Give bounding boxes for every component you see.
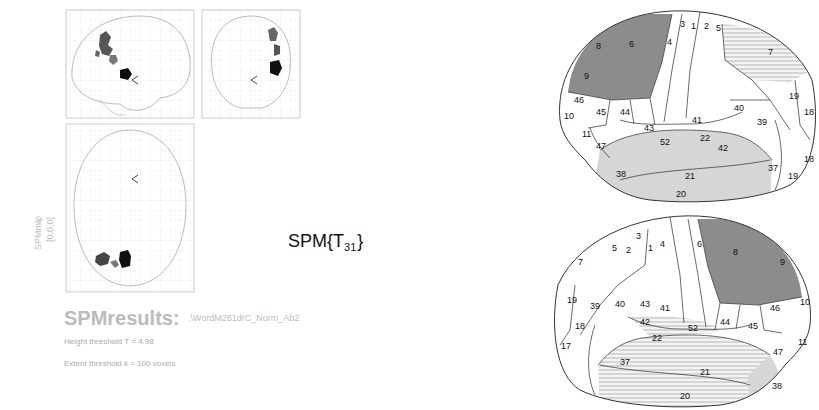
brodmann-number: 8 bbox=[733, 248, 738, 257]
brodmann-number: 21 bbox=[700, 368, 710, 377]
brodmann-number: 19 bbox=[789, 92, 799, 101]
brodmann-number: 20 bbox=[680, 392, 690, 401]
results-file: .\WordM261drC_Norm_Ab2 bbox=[188, 314, 299, 323]
brodmann-number: 40 bbox=[615, 300, 625, 309]
brodmann-number: 21 bbox=[685, 172, 695, 181]
brodmann-number: 7 bbox=[768, 48, 773, 57]
statistic-subscript: 31 bbox=[344, 242, 356, 253]
statistic-label: } bbox=[357, 232, 363, 250]
brodmann-number: 44 bbox=[620, 108, 630, 117]
brodmann-map-left bbox=[550, 0, 819, 210]
brodmann-number: 17 bbox=[561, 342, 571, 351]
brodmann-number: 19 bbox=[567, 296, 577, 305]
brodmann-number: 3 bbox=[636, 232, 641, 241]
brodmann-number: 10 bbox=[800, 298, 810, 307]
brodmann-number: 2 bbox=[704, 22, 709, 31]
brodmann-number: 9 bbox=[780, 258, 785, 267]
brodmann-number: 11 bbox=[798, 338, 807, 347]
brodmann-number: 11 bbox=[582, 130, 591, 139]
brodmann-number: 52 bbox=[688, 324, 698, 333]
brodmann-number: 1 bbox=[648, 244, 653, 253]
brodmann-number: 43 bbox=[644, 124, 654, 133]
statistic-label: SPM{T bbox=[288, 232, 344, 250]
brodmann-number: 41 bbox=[692, 116, 702, 125]
brodmann-number: 42 bbox=[718, 144, 728, 153]
brodmann-number: 45 bbox=[596, 108, 606, 117]
threshold-note: Extent threshold k = 100 voxels bbox=[64, 360, 175, 368]
brodmann-number: 37 bbox=[620, 358, 630, 367]
brodmann-number: 3 bbox=[680, 20, 685, 29]
brodmann-number: 47 bbox=[596, 142, 606, 151]
brodmann-number: 39 bbox=[757, 118, 767, 127]
brodmann-number: 37 bbox=[768, 164, 778, 173]
brodmann-map-right bbox=[550, 205, 819, 410]
threshold-note: Height threshold T = 4.98 bbox=[64, 338, 154, 346]
glass-brain-coronal bbox=[202, 10, 300, 118]
mip-coordinates: [0,0,0] bbox=[46, 217, 55, 242]
brodmann-number: 42 bbox=[640, 318, 650, 327]
glass-brain-sagittal bbox=[66, 10, 194, 118]
brodmann-number: 9 bbox=[584, 72, 589, 81]
brodmann-number: 5 bbox=[716, 24, 721, 33]
brodmann-number: 47 bbox=[773, 348, 783, 357]
brodmann-number: 8 bbox=[596, 42, 601, 51]
brodmann-number: 1 bbox=[691, 22, 696, 31]
brodmann-number: 5 bbox=[612, 244, 617, 253]
brodmann-number: 41 bbox=[660, 304, 670, 313]
brodmann-number: 18 bbox=[575, 322, 585, 331]
brodmann-number: 38 bbox=[772, 382, 782, 391]
brodmann-number: 46 bbox=[770, 304, 780, 313]
brodmann-number: 46 bbox=[574, 96, 584, 105]
brodmann-number: 6 bbox=[629, 40, 634, 49]
brodmann-number: 40 bbox=[734, 104, 744, 113]
brodmann-number: 45 bbox=[748, 322, 758, 331]
brodmann-number: 39 bbox=[590, 302, 600, 311]
brodmann-number: 52 bbox=[660, 138, 670, 147]
brodmann-number: 6 bbox=[697, 240, 702, 249]
brodmann-number: 2 bbox=[626, 246, 631, 255]
mip-label: SPMmip bbox=[34, 216, 43, 250]
brodmann-number: 4 bbox=[660, 240, 665, 249]
brodmann-number: 22 bbox=[700, 134, 710, 143]
brodmann-number: 20 bbox=[676, 190, 686, 199]
brodmann-number: 18 bbox=[804, 155, 814, 164]
glass-brain-axial bbox=[66, 124, 194, 292]
brodmann-number: 38 bbox=[616, 170, 626, 179]
results-heading: SPMresults: bbox=[64, 308, 180, 328]
brodmann-number: 10 bbox=[564, 112, 574, 121]
brodmann-number: 7 bbox=[578, 258, 583, 267]
brodmann-number: 43 bbox=[640, 300, 650, 309]
brodmann-number: 18 bbox=[804, 108, 814, 117]
brodmann-number: 19 bbox=[788, 172, 798, 181]
brodmann-number: 22 bbox=[652, 334, 662, 343]
brodmann-number: 44 bbox=[720, 318, 730, 327]
brodmann-number: 4 bbox=[667, 38, 672, 47]
